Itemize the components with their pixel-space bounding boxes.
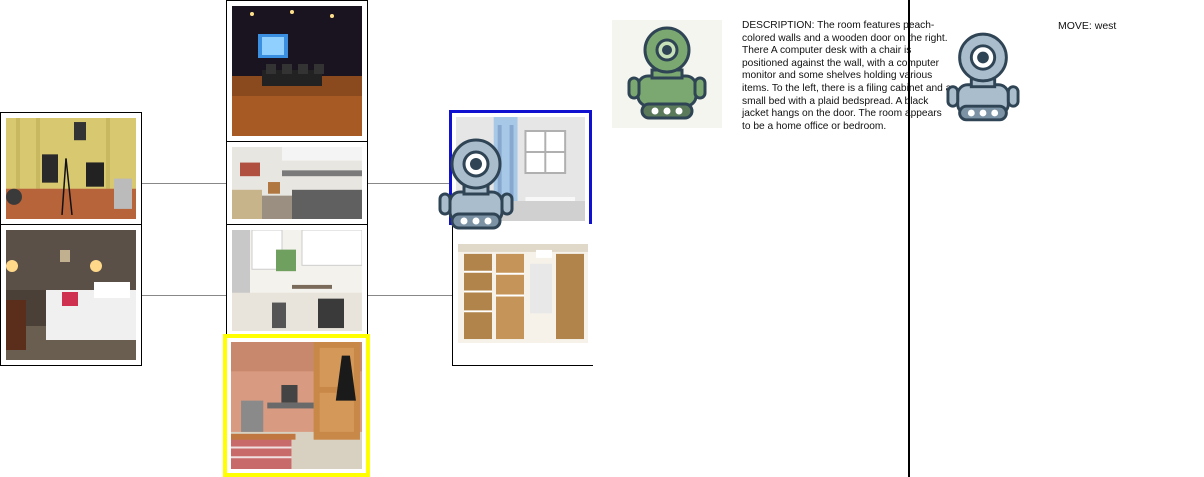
room-node-home-theater[interactable]	[226, 0, 368, 142]
music-studio-photo	[6, 118, 136, 219]
map-edge	[141, 295, 227, 296]
green-robot-icon	[627, 26, 707, 120]
room-description: DESCRIPTION: The room features peach-col…	[742, 20, 952, 132]
home-theater-photo	[232, 6, 362, 136]
kitchen-photo	[232, 147, 362, 219]
agent-avatar-card	[612, 20, 722, 128]
move-action-label: MOVE: west	[1058, 20, 1117, 32]
room-node-kitchen-lower[interactable]	[226, 224, 368, 337]
agent-robot-icon	[438, 136, 514, 230]
bedroom-photo	[6, 230, 136, 360]
map-edge	[367, 295, 453, 296]
home-office-photo	[231, 342, 362, 469]
map-edge	[141, 183, 227, 184]
kitchen-photo	[232, 230, 362, 331]
room-node-home-office-target[interactable]	[223, 334, 370, 477]
room-node-music-studio[interactable]	[0, 112, 142, 225]
room-node-bathroom-current[interactable]	[449, 110, 592, 225]
panel-robot-icon	[946, 30, 1020, 122]
room-node-closet[interactable]	[452, 224, 593, 366]
panel-divider	[908, 0, 910, 477]
room-node-hotel-bedroom[interactable]	[0, 224, 142, 366]
map-edge	[367, 183, 453, 184]
room-node-kitchen-upper[interactable]	[226, 141, 368, 225]
closet-photo	[458, 244, 588, 343]
